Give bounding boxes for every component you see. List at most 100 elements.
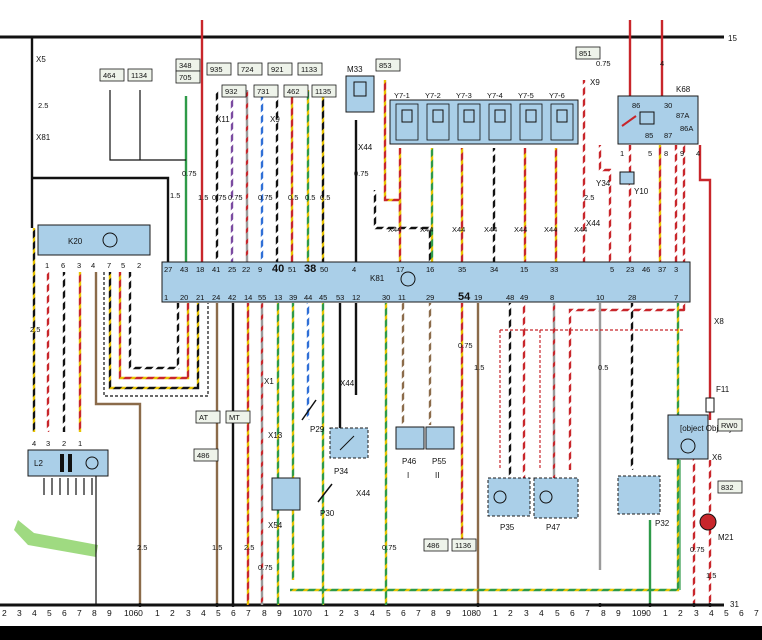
p47-sensor: P47 [533, 477, 579, 532]
p46-sensor: P46 I [395, 426, 425, 480]
k81-top-pin: 3 [674, 265, 678, 274]
svg-text:731: 731 [257, 87, 270, 96]
svg-text:1.5: 1.5 [170, 191, 180, 200]
svg-text:85: 85 [645, 131, 653, 140]
svg-text:1.5: 1.5 [706, 571, 716, 580]
svg-text:932: 932 [225, 87, 238, 96]
k81-top-pin: 22 [242, 265, 250, 274]
svg-text:86: 86 [632, 101, 640, 110]
k81-bottom-pin: 20 [180, 293, 188, 302]
x44-label: X44 [420, 225, 433, 234]
k81-top-pin: 37 [658, 265, 666, 274]
p44-sensor: [object Object] [667, 414, 731, 460]
x54-connector: X54 [268, 477, 301, 530]
svg-text:X44: X44 [356, 489, 371, 498]
ruler-number: 4 [539, 608, 544, 618]
svg-text:X9: X9 [270, 115, 280, 124]
y7-coil [556, 109, 568, 123]
k81-top-pin: 34 [490, 265, 498, 274]
wire-size-labels: 2.5 2.5 1.5 0.75 1.5 0.75 0.75 0.75 0.5 … [30, 59, 716, 580]
k20-pin: 4 [91, 261, 95, 270]
y7-coil [401, 109, 413, 123]
svg-text:0.5: 0.5 [320, 193, 330, 202]
svg-text:0.5: 0.5 [288, 193, 298, 202]
svg-text:2.5: 2.5 [244, 543, 254, 552]
y7-coil [432, 109, 444, 123]
y7-label: Y7-1 [394, 91, 410, 100]
svg-text:X5: X5 [36, 55, 46, 64]
ruler-number: 3 [186, 608, 191, 618]
ref-tag: 1135 [311, 84, 337, 98]
ref-tag: RW0 [717, 418, 743, 432]
svg-text:0.75: 0.75 [382, 543, 397, 552]
svg-text:P30: P30 [320, 509, 335, 518]
svg-text:348: 348 [179, 61, 192, 70]
bottom-bar [0, 626, 762, 640]
svg-text:1: 1 [620, 149, 624, 158]
svg-text:P29: P29 [310, 425, 325, 434]
k81-bottom-pin: 8 [550, 293, 554, 302]
svg-text:464: 464 [103, 71, 116, 80]
ruler-number: 5 [216, 608, 221, 618]
p32-sensor: P32 [617, 475, 670, 528]
ref-tag: 1136 [451, 538, 477, 552]
ruler-number: 2 [339, 608, 344, 618]
svg-text:P55: P55 [432, 457, 447, 466]
svg-text:AT: AT [199, 413, 208, 422]
svg-text:30: 30 [664, 101, 672, 110]
svg-text:1.5: 1.5 [474, 363, 484, 372]
svg-text:0.75: 0.75 [458, 341, 473, 350]
svg-text:I: I [407, 471, 409, 480]
ground-points [138, 603, 712, 607]
svg-text:2.5: 2.5 [38, 101, 48, 110]
ruler-number: 1 [324, 608, 329, 618]
svg-text:0.5: 0.5 [305, 193, 315, 202]
k81-bottom-pin: 12 [352, 293, 360, 302]
k81-bottom-pin: 19 [474, 293, 482, 302]
k81-top-pin: 4 [352, 265, 356, 274]
ruler-number: 9 [446, 608, 451, 618]
k81-top-pin: 15 [520, 265, 528, 274]
ruler-number: 5 [47, 608, 52, 618]
ruler-number: 4 [201, 608, 206, 618]
svg-text:921: 921 [271, 65, 284, 74]
p55-sensor: P55 II [425, 426, 455, 480]
l2-pin: 1 [78, 439, 82, 448]
ruler-number: 2 [170, 608, 175, 618]
svg-text:0.75: 0.75 [258, 193, 273, 202]
k81-bottom-pin: 24 [212, 293, 220, 302]
ruler-number: 7 [246, 608, 251, 618]
ruler-number: 6 [62, 608, 67, 618]
svg-text:8: 8 [664, 149, 668, 158]
svg-text:86A: 86A [680, 124, 693, 133]
k81-bottom-pin: 39 [289, 293, 297, 302]
svg-text:2.5: 2.5 [30, 325, 40, 334]
svg-text:1135: 1135 [315, 87, 331, 96]
ref-tag: 1133 [297, 62, 323, 76]
k81-top-pin: 5 [610, 265, 614, 274]
y7-coil [525, 109, 537, 123]
ruler-number: 3 [524, 608, 529, 618]
bottom-rail-label: 31 [730, 600, 739, 609]
x44-label: X44 [514, 225, 527, 234]
ref-tag: 348 [175, 58, 201, 72]
k81-bottom-pin: 21 [196, 293, 204, 302]
ref-tag: 724 [237, 62, 263, 76]
svg-text:F11: F11 [716, 385, 730, 394]
ruler-number: 3 [354, 608, 359, 618]
svg-text:486: 486 [197, 451, 210, 460]
k81-top-pin: 35 [458, 265, 466, 274]
ruler-number: 4 [709, 608, 714, 618]
ref-tag: 486 [423, 538, 449, 552]
k81-bottom-pin: 54 [458, 291, 471, 303]
ref-tag: 486 [193, 448, 219, 462]
svg-text:P47: P47 [546, 523, 561, 532]
svg-text:4: 4 [696, 149, 700, 158]
